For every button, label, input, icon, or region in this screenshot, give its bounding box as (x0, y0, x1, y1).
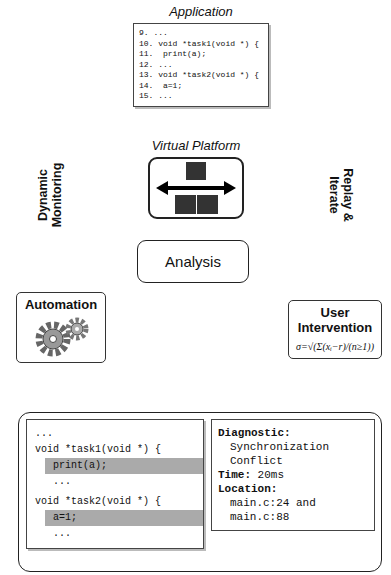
highlighted-line: print(a); (45, 458, 203, 474)
arrow-label: Dynamic Monitoring (36, 153, 64, 237)
arrow-label: Replay & Iterate (327, 153, 355, 237)
field-value: Synchronization Conflict (218, 440, 368, 468)
code-line: 11. print(a); (139, 49, 263, 60)
code-document: Application9. ...10. void *task1(void *)… (133, 4, 269, 107)
platform-icon (150, 159, 242, 217)
node-heading: User Intervention (293, 305, 377, 335)
input-box: Automation (16, 292, 106, 363)
code-line: ... (27, 426, 203, 442)
document-sheet: 9. ...10. void *task1(void *) {11. print… (133, 23, 269, 107)
field-name: Diagnostic: (218, 426, 368, 440)
node-heading: Application (103, 4, 299, 19)
formula-text: σ=√(Σ(xᵢ−r)/(n≥1)) (293, 341, 377, 352)
code-line: 14. a=1; (139, 81, 263, 92)
field-name: Time: (218, 469, 251, 481)
code-line: ... (45, 526, 203, 542)
node-heading: Automation (21, 297, 101, 312)
diagnostic-row: Time: 20ms (218, 468, 368, 482)
code-line: 13. void *task2(void *) { (139, 70, 263, 81)
field-value: main.c:24 and main.c:88 (218, 496, 368, 524)
highlighted-line: a=1; (45, 510, 203, 526)
code-line: 15. ... (139, 91, 263, 102)
node-heading: Virtual Platform (118, 138, 274, 153)
process-box: Analysis (137, 240, 249, 283)
diagnostic-panel: Diagnostic:Synchronization ConflictTime:… (211, 419, 375, 531)
result-panel: ...void *task1(void *) {print(a);...void… (18, 412, 382, 572)
field-name: Location: (218, 482, 368, 496)
code-line: void *task1(void *) { (27, 442, 203, 458)
code-line: 9. ... (139, 28, 263, 39)
code-line: void *task2(void *) { (27, 494, 203, 510)
field-value: 20ms (258, 469, 284, 481)
platform-frame (148, 157, 244, 219)
input-box: User Intervention σ=√(Σ(xᵢ−r)/(n≥1)) (288, 300, 382, 359)
code-line: 12. ... (139, 60, 263, 71)
code-line: ... (45, 474, 203, 490)
code-line: 10. void *task1(void *) { (139, 39, 263, 50)
gear-icon (25, 314, 97, 360)
code-panel: ...void *task1(void *) {print(a);...void… (26, 419, 204, 549)
platform-box: Virtual Platform (148, 138, 244, 219)
node-label: Analysis (142, 253, 244, 270)
